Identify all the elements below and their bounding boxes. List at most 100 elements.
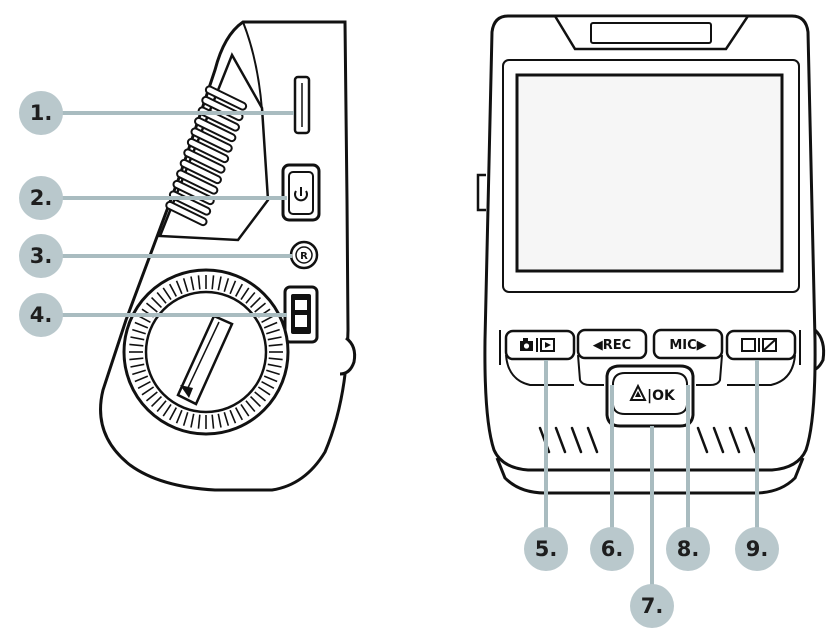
dial-tooth — [130, 363, 145, 368]
dial-tooth — [168, 407, 178, 421]
dial-tooth — [190, 413, 195, 428]
callout-rec-button: 6. — [590, 527, 634, 571]
dial-tooth — [168, 283, 178, 297]
callout-circle — [524, 527, 568, 571]
dial-tooth — [229, 280, 237, 295]
callout-ok-button: 7. — [630, 584, 674, 628]
vent-slot — [190, 127, 233, 153]
callout-label: 7. — [641, 594, 664, 618]
dial-tooth — [141, 386, 155, 396]
callout-label: 5. — [535, 537, 558, 561]
dial-tooth — [223, 278, 230, 292]
dial-tooth — [129, 357, 144, 361]
dial-tooth — [267, 363, 282, 368]
power-icon — [294, 187, 308, 202]
screen — [515, 73, 784, 273]
front-vent-slot — [712, 426, 725, 454]
callout-mic-button: 8. — [666, 527, 710, 571]
callout-circle — [666, 527, 710, 571]
callout-label: 6. — [601, 537, 624, 561]
dial-tooth — [223, 412, 230, 426]
dial-tooth — [150, 395, 163, 408]
dial-tooth — [175, 280, 183, 295]
mic-button-label: MIC▶ — [669, 338, 706, 353]
reset-icon: R — [300, 251, 308, 262]
callout-mini-usb-port: 4. — [19, 293, 63, 337]
dial-tooth — [137, 380, 151, 390]
callout-microsd-card-slot: 1. — [19, 91, 63, 135]
dial-tooth — [229, 409, 237, 424]
button-row-panel — [499, 330, 801, 365]
mount-dial-bar-groove — [185, 321, 220, 393]
front-view: ◀REC MIC▶ |OK — [476, 14, 826, 628]
front-callouts: 5. 6. 7. 8. 9. — [524, 360, 779, 628]
dial-tooth — [156, 400, 167, 413]
callout-circle — [19, 176, 63, 220]
dial-tooth — [268, 343, 283, 347]
screen-toggle-icon — [741, 338, 777, 352]
callout-circle — [19, 234, 63, 278]
mount-dial-teeth — [129, 275, 283, 429]
vent-slot — [194, 116, 237, 143]
callout-circle — [19, 91, 63, 135]
dial-tooth — [266, 328, 280, 335]
front-vent-slot — [744, 426, 757, 454]
dial-tooth — [156, 291, 167, 304]
dial-tooth — [245, 291, 256, 304]
vent-slot — [165, 200, 208, 227]
front-vent-slot — [570, 426, 583, 454]
dial-tooth — [182, 278, 189, 292]
dial-tooth — [217, 413, 222, 428]
dial-tooth — [197, 414, 201, 429]
mode-button — [504, 329, 576, 386]
dial-tooth — [145, 391, 158, 402]
dial-tooth — [217, 276, 222, 291]
side-rear-knob — [339, 336, 357, 376]
callout-label: 3. — [30, 244, 53, 268]
side-callouts: 1. 2. 3. 4. — [19, 91, 294, 337]
vent-slot — [179, 158, 222, 185]
callout-label: 1. — [30, 101, 53, 125]
top-lens-window — [590, 22, 712, 44]
callout-label: 4. — [30, 303, 53, 327]
callout-circle — [735, 527, 779, 571]
dial-tooth — [234, 283, 244, 297]
side-view: R 1. 2. 3. 4. — [19, 20, 357, 492]
screen-button — [725, 329, 797, 386]
dial-tooth — [134, 321, 149, 329]
dial-tooth — [240, 403, 250, 417]
vent-slot — [186, 137, 230, 164]
callout-label: 8. — [677, 537, 700, 561]
dial-tooth — [129, 343, 144, 347]
dial-tooth — [261, 380, 275, 390]
callout-label: 9. — [746, 537, 769, 561]
dial-tooth — [257, 386, 271, 396]
dial-tooth — [268, 357, 283, 361]
dial-tooth — [150, 296, 163, 309]
callout-label: 2. — [30, 186, 53, 210]
front-vent-slot — [696, 426, 709, 454]
rec-button-label: ◀REC — [593, 338, 631, 353]
dial-tooth — [162, 287, 172, 301]
dial-tooth — [263, 321, 278, 329]
dial-tooth — [132, 328, 146, 335]
front-vent-slot — [728, 426, 741, 454]
dial-tooth — [254, 302, 267, 313]
dial-tooth — [249, 395, 262, 408]
dial-tooth — [249, 296, 262, 309]
front-vent-slot — [554, 426, 567, 454]
dial-tooth — [134, 375, 149, 383]
callout-screen-button: 9. — [735, 527, 779, 571]
ok-button-label: |OK — [647, 388, 676, 404]
front-vent-slot — [586, 426, 599, 454]
dial-tooth — [175, 409, 183, 424]
dial-tooth — [145, 302, 158, 313]
dial-tooth — [211, 275, 215, 290]
dial-tooth — [267, 336, 282, 341]
callout-circle — [590, 527, 634, 571]
usb-port-pin-top — [295, 300, 307, 310]
dial-tooth — [130, 336, 145, 341]
dial-tooth — [240, 287, 250, 301]
rec-button: ◀REC — [576, 328, 648, 386]
